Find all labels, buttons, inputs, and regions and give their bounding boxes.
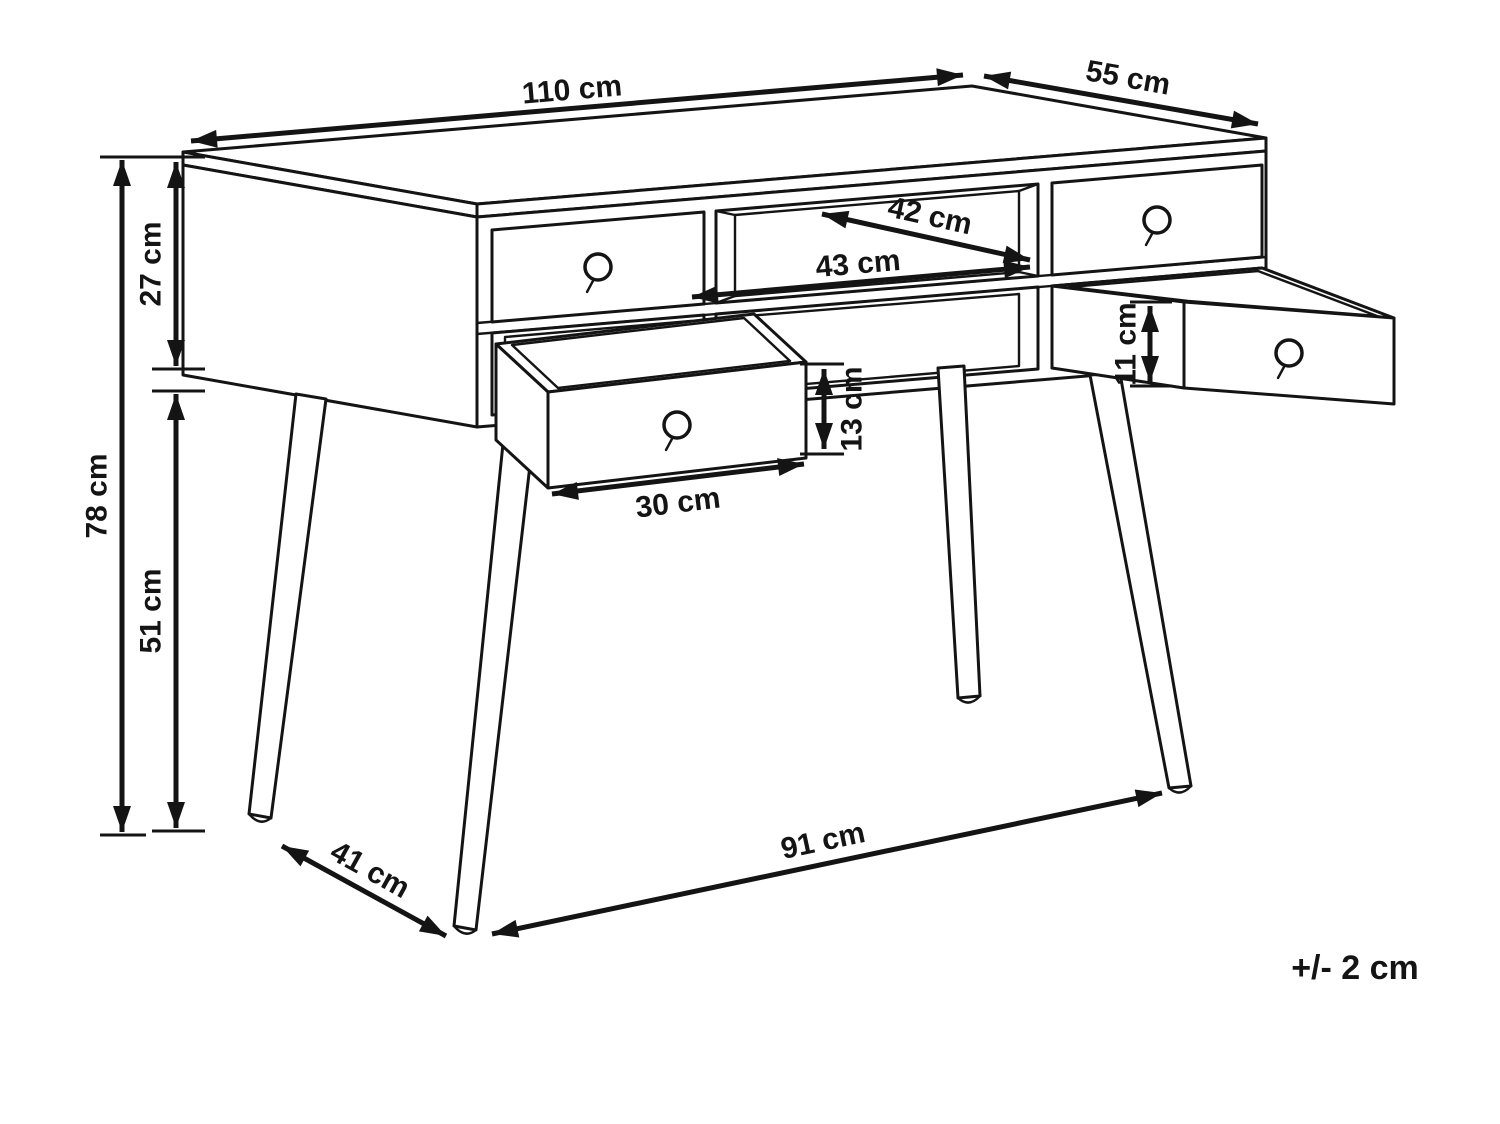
dimension-feet-width-span: 91 cm [491,789,1163,938]
knob-tail [585,277,596,294]
leg-foot [956,694,982,704]
dimension-line [983,71,1259,129]
dim-label-total-height: 78 cm [81,453,114,538]
dimension-feet-depth-span: 41 cm [280,835,448,939]
leg-front-right [1088,371,1193,790]
leg-front-left [452,420,537,932]
leg-back-right [936,364,982,700]
dimension-leg-height: 51 cm [135,389,205,833]
dimension-line [491,789,1163,938]
dimension-line [190,68,964,148]
niche-depth-line [714,209,737,217]
drawer-top-left-closed [490,210,706,324]
dimension-line [821,210,1031,264]
dim-label-leg-height: 51 cm [135,568,168,653]
dimension-niche-width: 43 cm [691,244,1031,304]
niche-depth-line [1017,182,1040,193]
knob-tail [664,435,675,452]
drawer-bottom-left-open [494,312,808,490]
drawer-rim-inner [510,316,792,390]
dimension-carcass-height: 27 cm [135,162,205,371]
drawer-knob-icon [583,252,613,282]
knob-tail [1276,363,1287,380]
leg-foot [452,924,478,935]
dimension-line [280,843,448,939]
desk-drawing [181,84,1396,935]
leg-foot [247,812,273,823]
dim-label-niche-width: 43 cm [814,244,902,284]
dimension-drawer-left-height: 13 cm [800,362,869,456]
tolerance-note: +/- 2 cm [1291,949,1419,987]
dim-label-carcass-height: 27 cm [135,221,168,306]
dim-label-drawer-left-height: 13 cm [836,366,869,451]
drawer-top-right-closed [1050,163,1264,277]
dimension-top-width: 110 cm [190,68,964,148]
drawer-knob-icon [1142,205,1172,235]
dim-label-drawer-left-width: 30 cm [634,481,722,524]
dimension-line [551,458,805,500]
leg-back-left [247,392,328,820]
drawer-knob-icon [662,410,692,440]
knob-tail [1144,230,1155,247]
dimension-line [691,260,1031,304]
leg-foot [1167,784,1193,794]
dimension-total-height: 78 cm [81,155,205,837]
dim-label-drawer-right-height: 11 cm [1110,302,1143,385]
drawer-knob-icon [1274,338,1304,368]
dimension-drawer-right-height: 11 cm [1110,300,1172,388]
